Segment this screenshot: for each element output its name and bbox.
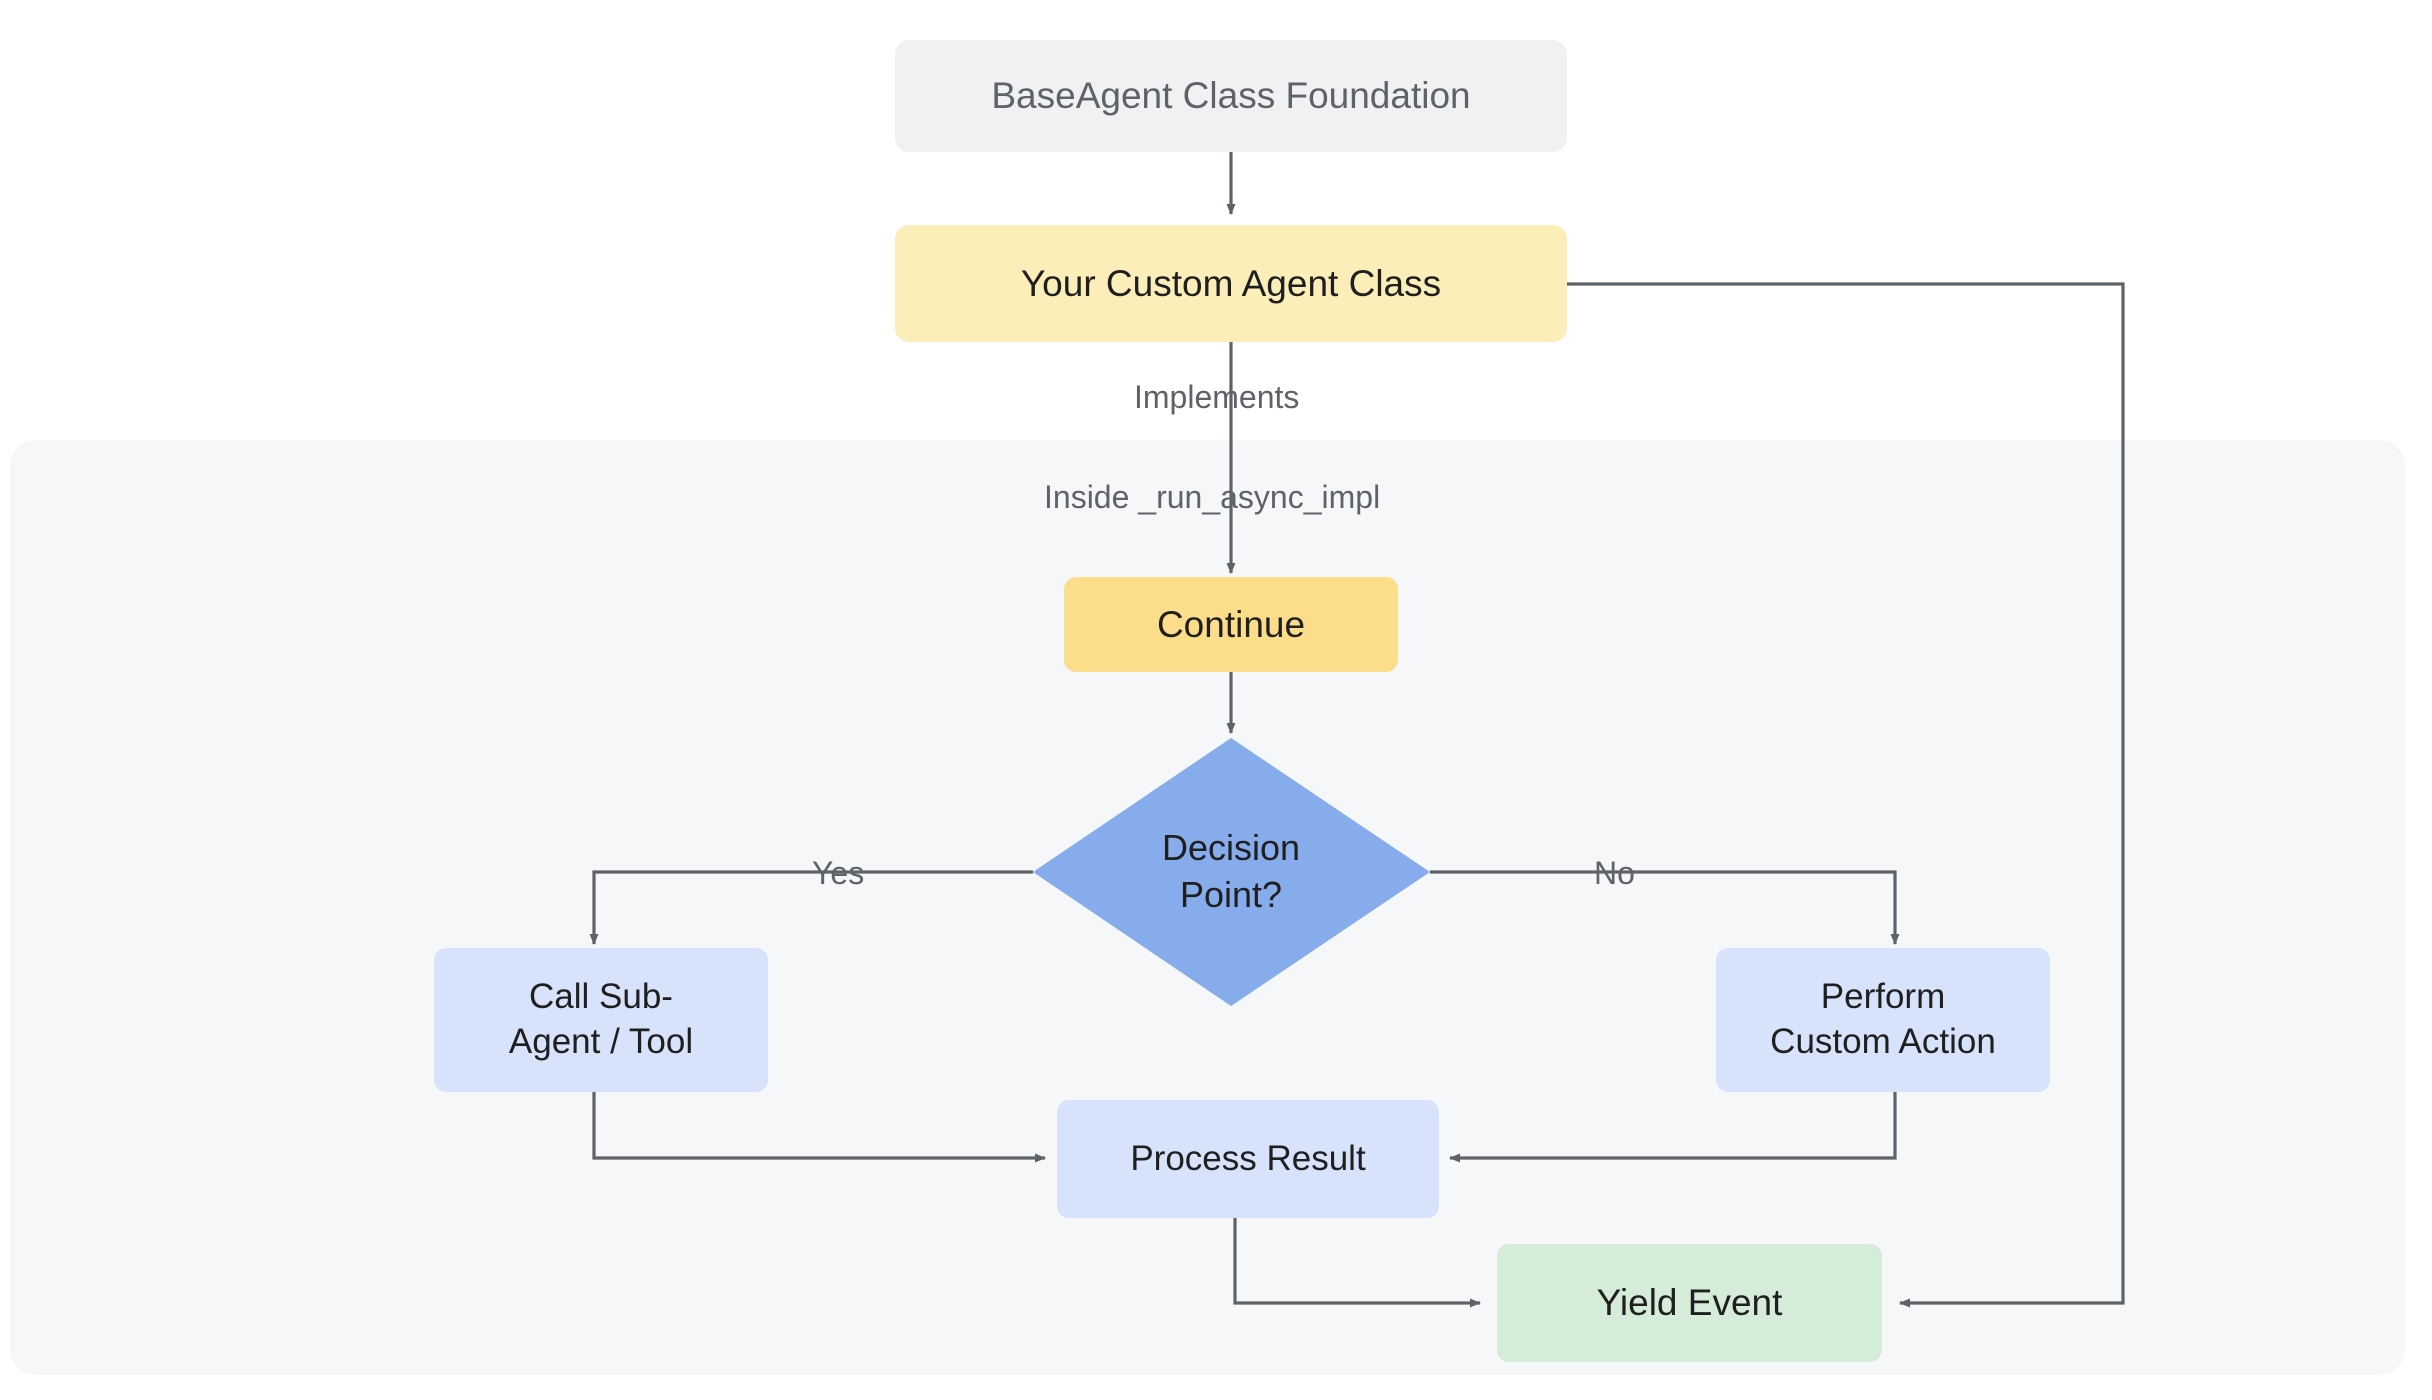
- node-call-sub-agent[interactable]: Call Sub- Agent / Tool: [434, 948, 768, 1092]
- node-base-agent[interactable]: BaseAgent Class Foundation: [895, 40, 1567, 152]
- decision-diamond: [1033, 738, 1430, 1006]
- node-continue[interactable]: Continue: [1064, 577, 1398, 672]
- edge-decision-yes: [589, 870, 1033, 945]
- edge-label-inside-run-async-impl: Inside _run_async_impl: [1044, 479, 1381, 515]
- node-perform-custom-action[interactable]: Perform Custom Action: [1716, 948, 2050, 1092]
- edge-decision-no: [1430, 870, 1900, 945]
- edge-perform-to-process: [1449, 1092, 1897, 1163]
- node-custom-agent[interactable]: Your Custom Agent Class: [895, 225, 1567, 342]
- edge-label-yes: Yes: [812, 855, 865, 891]
- edge-custom-to-yield: [1563, 282, 2125, 1308]
- edge-callsub-to-process: [592, 1092, 1046, 1163]
- edge-process-to-yield: [1233, 1218, 1481, 1308]
- edge-label-implements: Implements: [1134, 379, 1300, 415]
- node-yield-event[interactable]: Yield Event: [1497, 1244, 1882, 1362]
- edge-label-no: No: [1594, 855, 1635, 891]
- node-process-result[interactable]: Process Result: [1057, 1100, 1439, 1218]
